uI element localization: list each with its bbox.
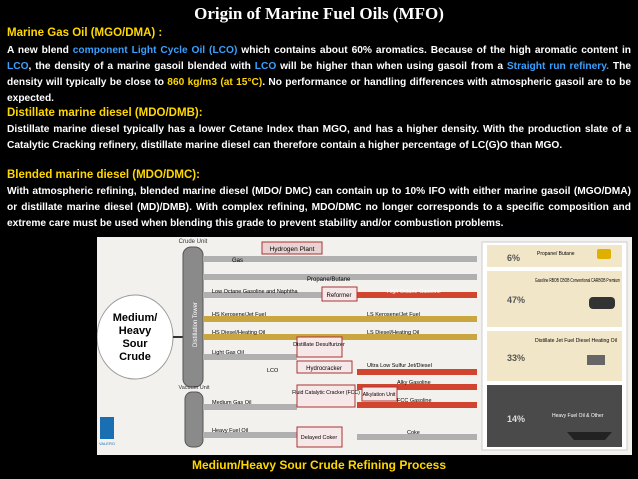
vacuum-unit-label: Vacuum Unit — [178, 385, 210, 391]
fcc-label: Fluid Catalytic Cracker (FCC) — [292, 390, 360, 396]
light-gas-oil-label: Light Gas Oil — [212, 350, 244, 356]
gas-label: Gas — [232, 258, 243, 264]
distillation-label: Distillation Tower — [193, 302, 199, 347]
propane-tank-icon — [597, 249, 611, 259]
crude-unit-label: Crude Unit — [179, 239, 208, 245]
pct-heavy: 14% — [507, 414, 525, 424]
pct-propane: 6% — [507, 253, 520, 263]
desulfurizer-label: Distillate Desulfurizer — [293, 342, 345, 348]
hydrocracker-label: Hydrocracker — [306, 366, 342, 372]
section-text-mgo: A new blend component Light Cycle Oil (L… — [7, 45, 632, 104]
crude-oval — [96, 294, 174, 380]
ls-kero-label: LS Kerosene/Jet Fuel — [367, 312, 420, 318]
vacuum-unit-tower — [184, 391, 204, 448]
section-heading-mgo: Marine Gas Oil (MGO/DMA) : — [7, 27, 163, 39]
hs-diesel-label: HS Diesel/Heating Oil — [212, 330, 265, 336]
pct-gasoline: 47% — [507, 295, 525, 305]
desulfurizer-box — [296, 336, 343, 358]
section-heading-mdo-dmc: Blended marine diesel (MDO/DMC): — [7, 169, 200, 181]
out-heavy: Heavy Fuel Oil & Other — [552, 413, 604, 419]
hydrogen-plant-label: Hydrogen Plant — [270, 246, 315, 253]
section-heading-mdo-dmb: Distillate marine diesel (MDO/DMB): — [7, 107, 203, 119]
coker-label: Delayed Coker — [301, 435, 338, 441]
out-gasoline: Gasoline RBOB CBOB Conventional CARBOB P… — [535, 278, 620, 284]
pct-distillate: 33% — [507, 353, 525, 363]
hs-kero-label: HS Kerosene/Jet Fuel — [212, 312, 266, 318]
lco-label: LCO — [267, 368, 279, 374]
alkylation-box — [361, 386, 398, 402]
medium-gas-oil-label: Medium Gas Oil — [212, 400, 251, 406]
low-octane-label: Low Octane Gasoline and Naphtha — [212, 289, 299, 295]
hydrocracker-box — [296, 360, 353, 374]
coker-box — [296, 426, 343, 448]
ls-diesel-label: LS Diesel/Heating Oil — [367, 330, 419, 336]
alky-gasoline-label: Alky Gasoline — [397, 380, 431, 386]
reformer-label: Reformer — [326, 293, 351, 299]
product-row-1 — [487, 245, 622, 267]
heavy-fuel-oil-label: Heavy Fuel Oil — [212, 428, 248, 434]
coke-label: Coke — [407, 430, 420, 436]
page-title: Origin of Marine Fuel Oils (MFO) — [194, 4, 444, 23]
fcc-box — [296, 384, 356, 408]
alkylation-label: Alkylation Unit — [363, 392, 396, 398]
car-icon — [589, 297, 615, 309]
high-octane-label: High Octane Gasoline — [387, 289, 441, 295]
section-text-mdo-dmc: With atmospheric refining, blended marin… — [7, 186, 631, 229]
hydrogen-plant-box — [261, 241, 323, 255]
reformer-box — [321, 286, 358, 302]
ulsj-label: Ultra Low Sulfur Jet/Diesel — [367, 363, 432, 369]
diagram-caption: Medium/Heavy Sour Crude Refining Process — [191, 458, 447, 472]
out-propane: Propane/ Butane — [537, 251, 575, 257]
fcc-gasoline-label: FCC Gasoline — [397, 398, 432, 404]
truck-icon — [587, 355, 605, 365]
section-text-mdo-dmb: Distillate marine diesel typically has a… — [7, 124, 631, 151]
ship-icon — [567, 432, 612, 440]
out-distillate: Distillate Jet Fuel Diesel Heating Oil — [535, 338, 617, 344]
logo-text: VALERO — [99, 441, 115, 446]
propane-butane-line-label: Propane/Butane — [307, 277, 351, 283]
valero-logo — [100, 417, 114, 439]
